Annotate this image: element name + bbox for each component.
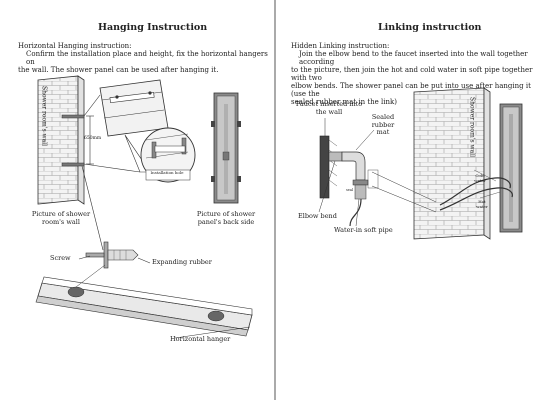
- horizontal-hanger-label: Horizontal hanger: [170, 335, 231, 343]
- measurement-label: 650mm: [84, 136, 102, 141]
- right-intro-line: Join the elbow bend to the faucet insert…: [299, 50, 528, 66]
- elbow-bend-label: Elbow bend: [298, 212, 337, 220]
- lower-hanger-on-wall: [61, 162, 85, 167]
- left-intro-line: the wall. The shower panel can be used a…: [18, 66, 219, 74]
- faucet-elbow-detail-drawing: [318, 118, 437, 227]
- right-intro: Hidden Linking instruction: Join the elb…: [291, 42, 543, 106]
- hanger-detail-drawing: [99, 79, 169, 173]
- left-page-title: Hanging Instruction: [98, 22, 208, 33]
- wall-picture-caption: Picture of shower room's wall: [31, 210, 91, 226]
- sealed-mat-label: Sealed rubber mat: [371, 113, 395, 136]
- soft-pipe-label: Water-in soft pipe: [334, 226, 393, 234]
- right-intro-line: elbow bends. The shower panel can be put…: [291, 82, 531, 98]
- screw-label: Screw: [50, 254, 71, 262]
- installation-hole-magnifier: [140, 127, 196, 183]
- right-intro-line: sealed rubber mat in the link): [291, 98, 397, 106]
- left-intro-line: Confirm the installation place and heigh…: [26, 50, 268, 66]
- wall-vertical-label: Shower room's wall: [40, 86, 48, 147]
- right-intro-heading: Hidden Linking instruction:: [291, 42, 390, 50]
- shower-panel-back-drawing: [211, 92, 241, 204]
- small-seal-label: seal: [346, 188, 354, 192]
- installation-hole-label: Installation hole: [150, 170, 184, 175]
- hot-water-label: Hot water: [476, 199, 488, 209]
- cold-water-label: Cold water: [474, 173, 486, 183]
- horizontal-hanger-drawing: [35, 264, 253, 339]
- screw-and-anchor-drawing: [78, 241, 151, 269]
- left-intro: Horizontal Hanging instruction: Confirm …: [18, 42, 268, 74]
- shower-room-wall-drawing: [37, 75, 104, 251]
- right-intro-line: to the picture, then join the hot and co…: [291, 66, 533, 82]
- right-wall-vertical-label: Shower room's wall: [468, 97, 476, 158]
- left-intro-heading: Horizontal Hanging instruction:: [18, 42, 132, 50]
- right-page-title: Linking instruction: [378, 22, 482, 33]
- panel-back-caption: Picture of shower panel's back side: [196, 210, 256, 226]
- expanding-rubber-label: Expanding rubber: [152, 258, 212, 266]
- upper-hanger-on-wall: [61, 114, 85, 119]
- right-shower-room-wall-drawing: [413, 87, 523, 240]
- faucet-label: Faucet inserted into the wall: [295, 100, 363, 116]
